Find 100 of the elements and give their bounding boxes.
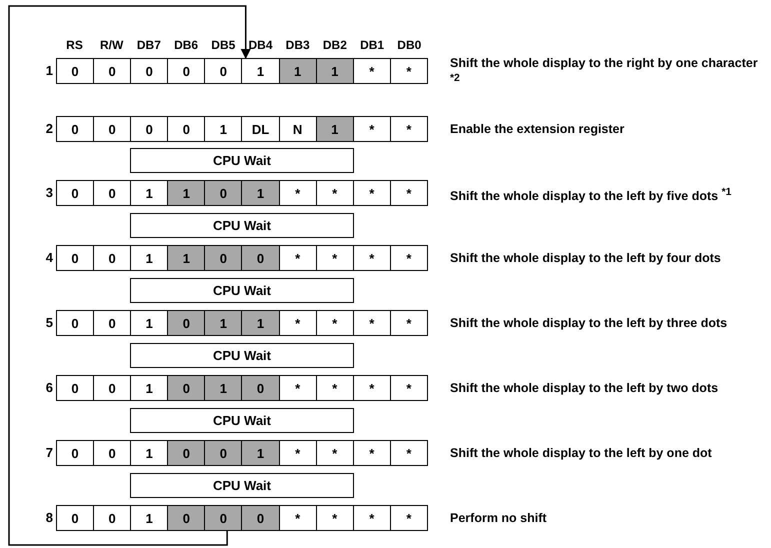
bit-value: *	[316, 441, 353, 465]
bit-value: 0	[130, 117, 168, 141]
wait-step-box: CPU Wait	[130, 148, 354, 173]
wait-step-box: CPU Wait	[130, 473, 354, 498]
bit-value: *	[352, 506, 390, 530]
column-header: DB1	[359, 38, 386, 52]
bit-value: 0	[204, 181, 242, 205]
column-header: DB6	[173, 38, 200, 52]
bit-value: 1	[241, 311, 279, 335]
register-row	[56, 440, 428, 466]
bit-value: *	[390, 311, 427, 335]
bit-value: 0	[241, 246, 279, 270]
bit-value: 0	[167, 506, 204, 530]
bit-value: DL	[241, 117, 279, 141]
bit-value: 0	[204, 59, 242, 83]
bit-value: *	[352, 117, 390, 141]
bit-value: 0	[70, 444, 80, 462]
bit-value: 0	[204, 506, 242, 530]
bit-value: 1	[241, 441, 279, 465]
column-header: DB2	[322, 38, 348, 52]
bit-value: *	[316, 376, 353, 400]
bit-value: *	[316, 181, 353, 205]
bit-value: 0	[93, 246, 130, 270]
bit-value: 0	[241, 376, 279, 400]
bit-value: 1	[204, 117, 242, 141]
column-header: DB0	[396, 38, 422, 52]
bit-value: *	[278, 506, 316, 530]
bit-value: *	[352, 311, 390, 335]
bit-value: 1	[316, 117, 353, 141]
step-description: Shift the whole display to the left by four dots	[450, 250, 722, 266]
register-row	[56, 116, 428, 142]
step-description: Shift the whole display to the left by five dots $^{*1}$	[450, 186, 732, 204]
wait-step-box: CPU Wait	[130, 278, 354, 303]
step-number: 5	[44, 315, 53, 330]
bit-value: 0	[167, 117, 204, 141]
register-row	[56, 180, 428, 206]
wait-step-box: CPU Wait	[130, 408, 354, 433]
bit-value: 0	[204, 246, 242, 270]
bit-value: *	[278, 311, 316, 335]
bit-value: *	[316, 246, 353, 270]
loop-arrow	[8, 5, 251, 546]
step-number: 7	[44, 445, 53, 460]
bit-value: 1	[167, 246, 204, 270]
bit-value: *	[352, 246, 390, 270]
bit-value: *	[390, 246, 427, 270]
bit-value: 1	[204, 376, 242, 400]
bit-value: 0	[130, 59, 168, 83]
bit-value: *	[316, 506, 353, 530]
bit-value: *	[352, 376, 390, 400]
column-header: DB3	[284, 38, 311, 52]
bit-value: 0	[93, 311, 130, 335]
bit-value: 0	[167, 59, 204, 83]
bit-value: 0	[167, 441, 204, 465]
column-header: DB4	[247, 38, 274, 52]
register-row	[56, 310, 428, 336]
step-description: Shift the whole display to the left by one dot	[450, 445, 713, 461]
bit-value: *	[278, 246, 316, 270]
bit-value: *	[352, 59, 390, 83]
bit-value: 0	[70, 510, 80, 528]
step-number: 8	[44, 510, 53, 525]
register-row	[56, 505, 428, 531]
bit-value: *	[352, 181, 390, 205]
bit-value: *	[390, 181, 427, 205]
bit-value: 0	[241, 506, 279, 530]
step-number: 4	[44, 250, 53, 265]
wait-step-box: CPU Wait	[130, 343, 354, 368]
bit-value: 1	[204, 311, 242, 335]
bit-value: *	[390, 376, 427, 400]
bit-value: 1	[241, 181, 279, 205]
bit-value: 0	[70, 62, 80, 80]
step-number: 6	[44, 380, 53, 395]
step-description: Shift the whole display to the left by two dots	[450, 380, 720, 396]
bit-value: 0	[70, 380, 80, 398]
bit-value: *	[352, 441, 390, 465]
column-header: R/W	[99, 38, 124, 52]
step-number: 2	[44, 121, 53, 136]
step-number: 1	[44, 63, 53, 78]
bit-value: *	[316, 311, 353, 335]
column-header: DB7	[136, 38, 162, 52]
column-header: RS	[65, 38, 84, 52]
bit-value: 0	[167, 311, 204, 335]
register-row	[56, 245, 428, 271]
bit-value: *	[390, 506, 427, 530]
step-description: Shift the whole display to the left by three dots	[450, 315, 728, 331]
bit-value: *	[390, 441, 427, 465]
bit-value: 0	[93, 59, 130, 83]
bit-value: 0	[70, 314, 80, 332]
bit-value: *	[278, 441, 316, 465]
bit-value: 0	[167, 376, 204, 400]
bit-value: 0	[204, 441, 242, 465]
bit-value: *	[278, 181, 316, 205]
column-header: DB5	[210, 38, 236, 52]
bit-value: 1	[167, 181, 204, 205]
bit-value: 0	[70, 184, 80, 202]
bit-value: 1	[316, 59, 353, 83]
step-number: 3	[44, 185, 53, 200]
wait-step-box: CPU Wait	[130, 213, 354, 238]
step-description: Enable the extension register	[450, 121, 626, 137]
bit-value: 1	[278, 59, 316, 83]
bit-value: 0	[70, 120, 80, 138]
